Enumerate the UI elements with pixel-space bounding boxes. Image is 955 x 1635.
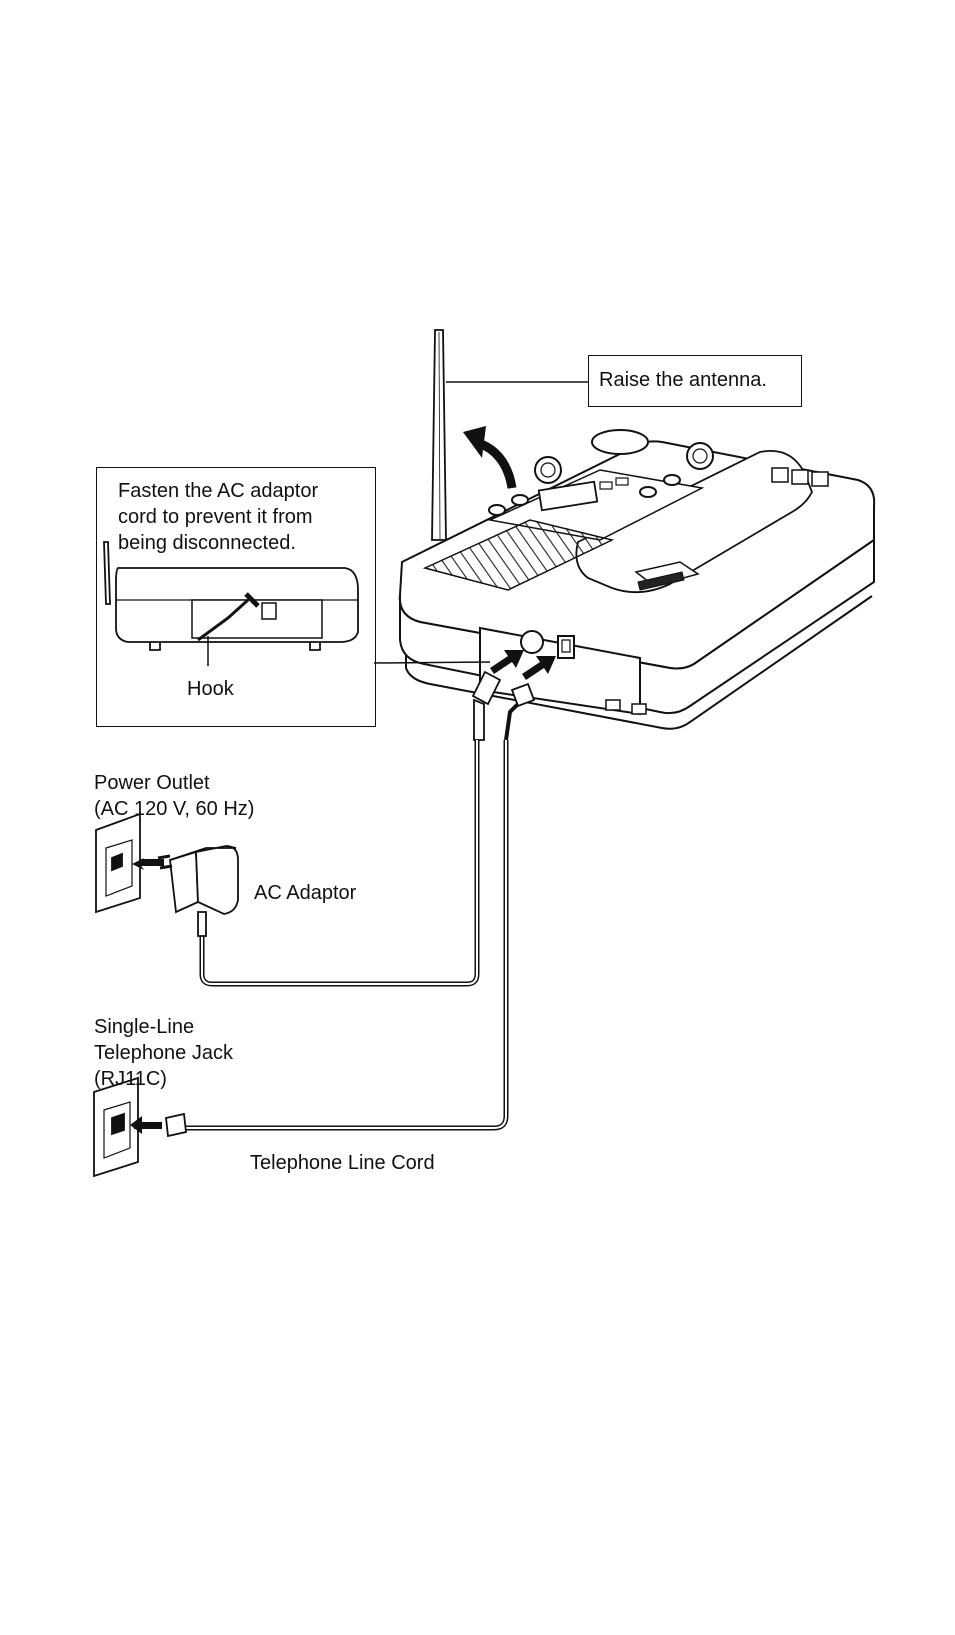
wall-jack-icon	[94, 1078, 138, 1176]
line-cord-icon	[186, 684, 534, 1128]
inset-text-line1: Fasten the AC adaptor	[118, 478, 318, 504]
outlet-arrow-shaft	[140, 859, 164, 866]
wall-outlet-icon	[96, 814, 140, 912]
hook-label: Hook	[187, 676, 234, 702]
jack-label-line2: Telephone Jack	[94, 1040, 233, 1066]
antenna-callout: Raise the antenna.	[588, 355, 802, 407]
ac-adaptor-icon	[158, 846, 238, 936]
power-outlet-spec: (AC 120 V, 60 Hz)	[94, 796, 254, 822]
line-cord-label: Telephone Line Cord	[250, 1150, 435, 1176]
inset-text-line3: being disconnected.	[118, 530, 296, 556]
raise-arrow-icon	[463, 426, 512, 488]
phone-base-unit-icon	[400, 430, 874, 729]
line-plug-icon	[166, 1114, 186, 1136]
inset-text-line2: cord to prevent it from	[118, 504, 313, 530]
ac-adaptor-label: AC Adaptor	[254, 880, 356, 906]
power-outlet-label: Power Outlet	[94, 770, 210, 796]
inset-leader-line	[374, 662, 490, 663]
jack-label-line3: (RJ11C)	[94, 1066, 167, 1092]
antenna-callout-text: Raise the antenna.	[599, 367, 767, 393]
jack-label-line1: Single-Line	[94, 1014, 194, 1040]
antenna-icon	[432, 330, 446, 540]
